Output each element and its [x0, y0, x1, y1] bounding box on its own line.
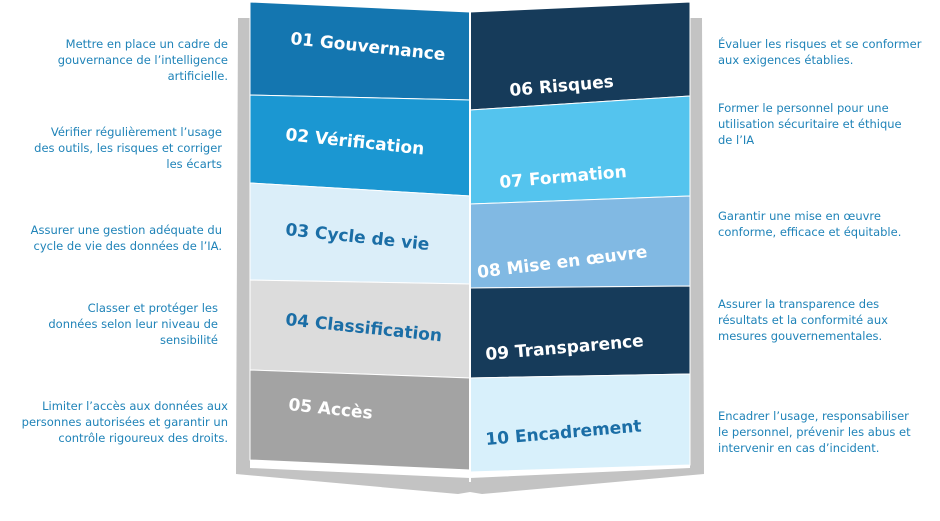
right-page-4	[469, 285, 691, 379]
description-03-cycle-de-vie: Assurer une gestion adéquate du cycle de…	[30, 223, 222, 253]
description-04-classification: Classer et protéger les données selon le…	[48, 301, 218, 347]
description-07-formation: Former le personnel pour une utilisation…	[718, 101, 902, 147]
description-06-risques: Évaluer les risques et se conformer aux …	[718, 37, 922, 67]
description-09-transparence: Assurer la transparence des résultats et…	[718, 297, 888, 343]
description-05-acces: Limiter l’accès aux données aux personne…	[21, 399, 228, 445]
description-02-verification: Vérifier régulièrement l’usage des outil…	[34, 125, 222, 171]
book-spine	[469, 12, 471, 482]
description-10-encadrement: Encadrer l’usage, responsabiliser le per…	[718, 409, 911, 455]
description-01-gouvernance: Mettre en place un cadre de gouvernance …	[57, 37, 228, 83]
description-08-mise-en-uvre: Garantir une mise en œuvre conforme, eff…	[718, 209, 902, 239]
